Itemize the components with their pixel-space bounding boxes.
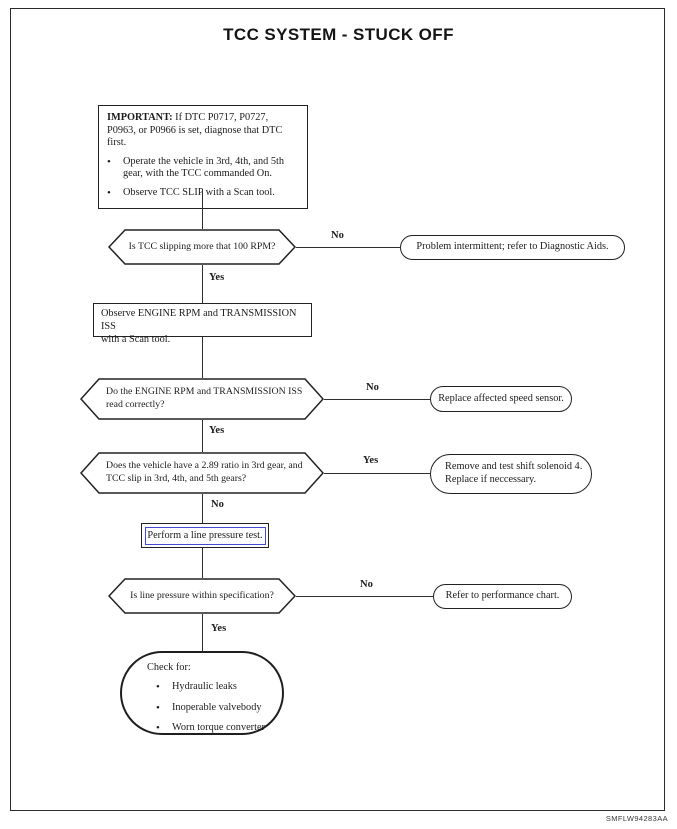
decision-tcc-slip-question: Is TCC slipping more that 100 RPM? — [128, 240, 276, 252]
branch-label-yes: Yes — [211, 623, 227, 634]
important-body: If DTC P0717, P0727, P0963, or P0966 is … — [107, 112, 283, 149]
decision-line-pressure-question: Is line pressure within specification? — [130, 589, 274, 601]
important-bullet-1-text: Operate the vehicle in 3rd, 4th, and 5th… — [123, 155, 284, 180]
terminal-check-for: Check for: Hydraulic leaks Inoperable va… — [120, 651, 284, 735]
connector-line — [296, 247, 400, 249]
decision-ratio-slip: Does the vehicle have a 2.89 ratio in 3r… — [80, 452, 324, 494]
branch-label-yes: Yes — [209, 272, 225, 283]
check-for-heading: Check for: — [147, 662, 191, 673]
connector-line — [202, 548, 204, 578]
process-line-pressure-test: Perform a line pressure test. — [141, 523, 269, 548]
bullet-icon — [156, 722, 172, 735]
connector-line — [202, 265, 204, 303]
terminal-performance-chart: Refer to performance chart. — [433, 584, 572, 609]
check-item-3: Worn torque converter — [147, 722, 276, 735]
connector-line — [202, 189, 204, 229]
terminal-replace-sensor: Replace affected speed sensor. — [430, 386, 572, 412]
page-border-frame — [10, 8, 665, 811]
decision-tcc-slip: Is TCC slipping more that 100 RPM? — [108, 229, 296, 265]
bullet-icon — [156, 681, 172, 694]
decision-line-pressure: Is line pressure within specification? — [108, 578, 296, 614]
check-item-1: Hydraulic leaks — [147, 681, 276, 694]
decision-rpm-iss-question: Do the ENGINE RPM and TRANSMISSION ISS r… — [106, 386, 303, 410]
branch-label-no: No — [366, 382, 379, 393]
connector-line — [202, 420, 204, 452]
document-code: SMFLW94283AA — [605, 814, 668, 823]
selection-highlight: Perform a line pressure test. — [144, 526, 266, 545]
branch-label-yes: Yes — [363, 455, 379, 466]
connector-line — [296, 596, 433, 598]
decision-hexagon-shape — [80, 378, 324, 420]
page-title: TCC SYSTEM - STUCK OFF — [223, 25, 454, 44]
check-item-2: Inoperable valvebody — [147, 702, 276, 715]
terminal-problem-intermittent: Problem intermittent; refer to Diagnosti… — [400, 235, 625, 260]
connector-line — [324, 399, 430, 401]
terminal-test-solenoid: Remove and test shift solenoid 4. Replac… — [430, 454, 592, 494]
decision-ratio-slip-question: Does the vehicle have a 2.89 ratio in 3r… — [106, 460, 303, 484]
decision-hexagon-shape — [108, 229, 296, 265]
bullet-icon — [107, 156, 123, 181]
connector-line — [324, 473, 430, 475]
branch-label-no: No — [331, 230, 344, 241]
connector-line — [202, 494, 204, 523]
connector-line — [202, 614, 204, 651]
bullet-icon — [107, 187, 123, 201]
important-label: IMPORTANT: — [107, 112, 173, 123]
decision-rpm-iss-correct: Do the ENGINE RPM and TRANSMISSION ISS r… — [80, 378, 324, 420]
branch-label-no: No — [211, 499, 224, 510]
branch-label-yes: Yes — [209, 425, 225, 436]
branch-label-no: No — [360, 579, 373, 590]
important-bullet-2: Observe TCC SLIP with a Scan tool. — [107, 187, 299, 201]
bullet-icon — [156, 702, 172, 715]
decision-hexagon-shape — [80, 452, 324, 494]
important-bullet-2-text: Observe TCC SLIP with a Scan tool. — [123, 186, 275, 198]
process-observe-rpm-iss: Observe ENGINE RPM and TRANSMISSION ISS … — [93, 303, 312, 345]
connector-line — [202, 337, 204, 378]
decision-hexagon-shape — [108, 578, 296, 614]
important-note-text: IMPORTANT: If DTC P0717, P0727, P0963, o… — [107, 112, 299, 150]
important-bullet-1: Operate the vehicle in 3rd, 4th, and 5th… — [107, 156, 299, 181]
